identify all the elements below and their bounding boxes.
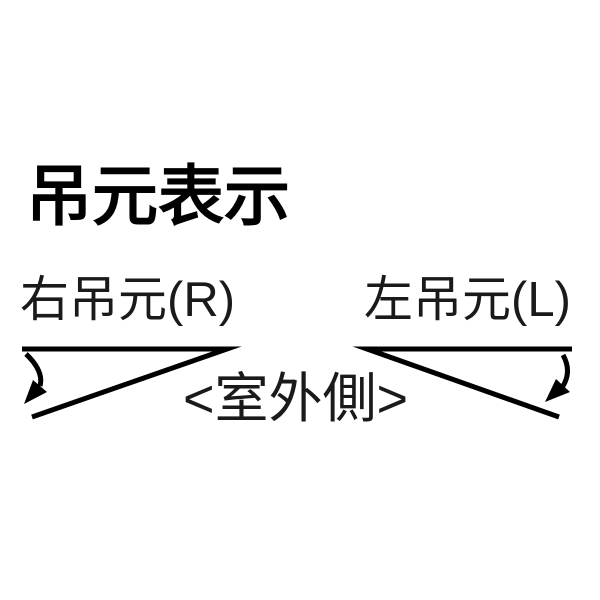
swing-arrow-curve [24, 352, 44, 387]
right-hinge-figure [22, 346, 242, 420]
swing-arrow-head-icon [545, 379, 570, 402]
swing-arrow-icon [24, 352, 47, 404]
door-swing-wedge [352, 346, 572, 420]
left-hinge-label: 左吊元(L) [364, 273, 571, 327]
swing-arrow-curve [560, 353, 570, 388]
swing-arrow-icon [545, 353, 570, 402]
right-hinge-label: 右吊元(R) [20, 273, 236, 327]
door-swing-wedge [22, 346, 242, 420]
left-hinge-figure [352, 346, 572, 420]
page-title: 吊元表示 [26, 159, 290, 233]
outdoor-side-label: <室外側> [183, 369, 409, 429]
swing-arrow-head-icon [24, 380, 47, 404]
